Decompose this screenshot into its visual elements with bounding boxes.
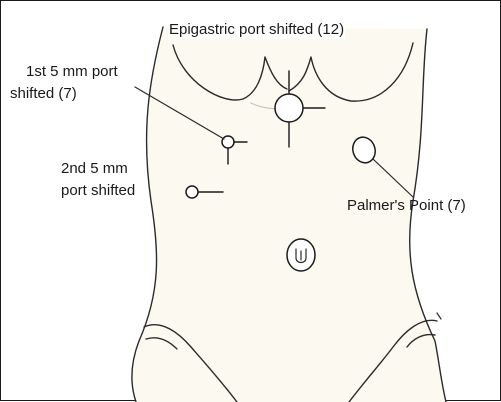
first-port-label-line2: shifted (7) xyxy=(10,84,77,103)
epigastric-port-label: Epigastric port shifted (12) xyxy=(168,20,345,39)
second-port-label-line2: port shifted xyxy=(61,181,135,200)
second-port-label-line1: 2nd 5 mm xyxy=(61,159,128,178)
umbilicus xyxy=(287,239,315,271)
right-tick-mark xyxy=(437,313,441,319)
first-port-label-line1: 1st 5 mm port xyxy=(26,62,118,81)
palmers-point-label: Palmer's Point (7) xyxy=(347,196,466,215)
